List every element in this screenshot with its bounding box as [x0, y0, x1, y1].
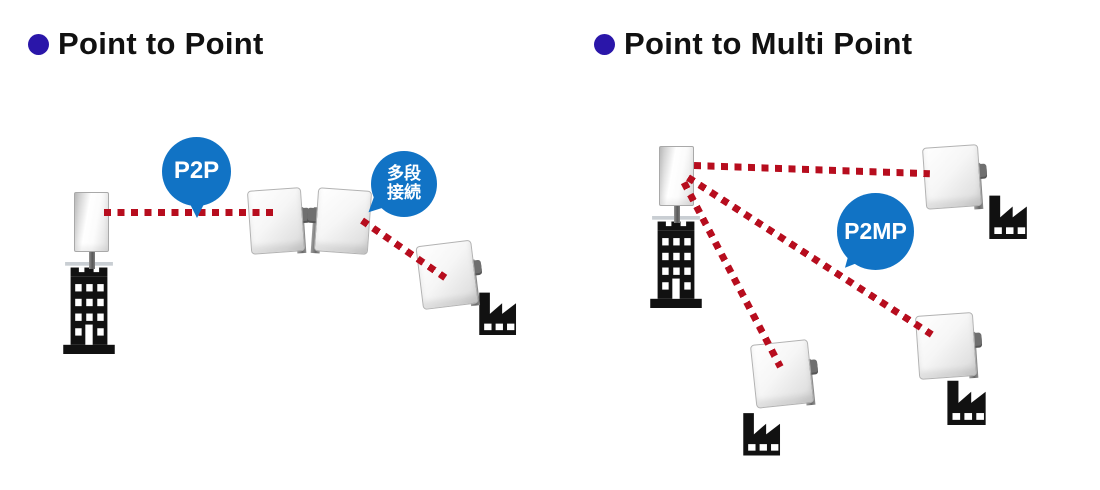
bullet-icon	[28, 33, 49, 55]
wireless-link-dotted-line	[693, 162, 930, 178]
antenna-pole	[88, 252, 95, 269]
tall-antenna-icon	[74, 192, 109, 269]
panel-antenna-icon	[914, 311, 983, 380]
factory-icon	[989, 195, 1027, 239]
factory-icon	[947, 380, 986, 425]
antenna-panel-face	[74, 192, 109, 252]
left-section-title: Point to Point	[28, 26, 264, 62]
bullet-icon	[594, 33, 615, 55]
antenna-panel-face	[246, 187, 306, 255]
right-section-title: Point to Multi Point	[594, 26, 912, 62]
office-building-icon	[650, 216, 702, 308]
factory-icon	[479, 292, 517, 336]
office-building-icon	[63, 262, 115, 354]
panel-antenna-icon	[921, 144, 988, 210]
antenna-panel-face	[921, 144, 983, 210]
left-title-text: Point to Point	[58, 26, 264, 61]
p2p-bubble: P2P	[162, 137, 231, 206]
factory-icon	[743, 413, 781, 456]
antenna-panel-face	[914, 311, 978, 380]
multihop-bubble-text: 多段 接続	[387, 164, 421, 202]
panel-antenna-icon	[749, 339, 819, 409]
right-title-text: Point to Multi Point	[624, 26, 913, 61]
p2mp-bubble: P2MP	[837, 193, 914, 270]
panel-antenna-icon	[246, 187, 311, 255]
antenna-panel-face	[749, 339, 815, 409]
antenna-pole	[673, 206, 680, 223]
multihop-bubble: 多段 接続	[371, 151, 437, 217]
